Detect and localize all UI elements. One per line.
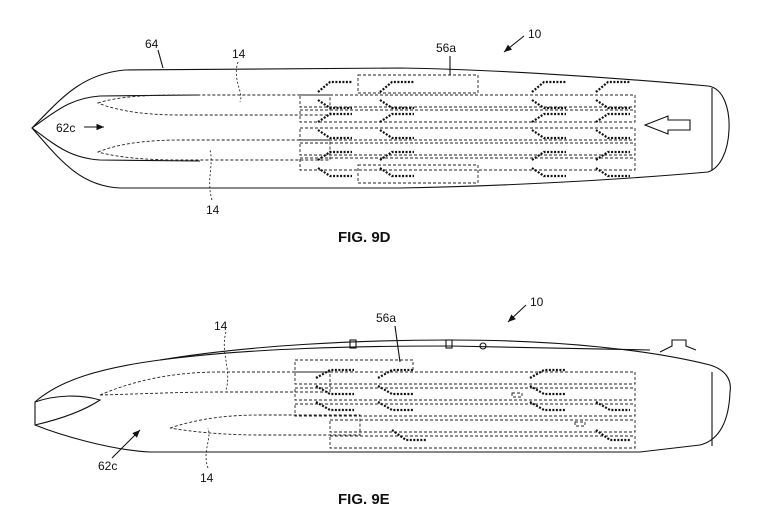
caption-9e: FIG. 9E xyxy=(338,491,390,508)
stern-symbol-9d xyxy=(643,115,691,135)
tube-rows-9e xyxy=(294,371,636,449)
leader-64 xyxy=(157,49,164,69)
inner-bow-line-9e xyxy=(34,395,102,426)
masts-9e xyxy=(349,339,697,353)
label-assembly-9d: 10 xyxy=(528,27,542,41)
label-bay-9d: 62c xyxy=(56,121,75,135)
label-bay-9e: 62c xyxy=(98,459,117,473)
launcher-arms-9e xyxy=(315,368,630,442)
deck-line-9e xyxy=(159,345,651,361)
inner-bow-line-9d xyxy=(31,94,201,162)
module-box-lower-9d xyxy=(357,164,479,184)
arrow-62c-9e xyxy=(111,429,141,459)
payload-tube-lower-9e xyxy=(169,414,361,436)
leader-10-9e xyxy=(507,304,527,323)
launcher-arms-9d xyxy=(317,80,630,178)
hull-outline-9e xyxy=(34,339,731,453)
label-payload-bottom-9d: 14 xyxy=(206,203,220,217)
payload-tube-lower-9d xyxy=(96,139,331,161)
leader-14-bottom-9e xyxy=(205,427,210,469)
label-payload-bottom-9e: 14 xyxy=(200,471,214,485)
label-assembly-9e: 10 xyxy=(530,295,544,309)
label-module-9e: 56a xyxy=(376,311,396,325)
leader-56a-9e xyxy=(394,325,401,363)
payload-tube-upper-9d xyxy=(96,94,331,116)
leader-10-9d xyxy=(503,35,525,53)
label-module-9d: 56a xyxy=(436,41,456,55)
figure-9d: 10 64 14 56a 62c 14 FIG. 9D xyxy=(31,27,730,246)
module-box-upper-9d xyxy=(357,74,479,94)
leader-14-bottom-9d xyxy=(209,149,213,201)
leader-14-top-9d xyxy=(235,61,242,103)
hull-outline-9d xyxy=(31,67,730,189)
leader-14-top-9e xyxy=(223,331,229,391)
label-hull-9d: 64 xyxy=(145,37,159,51)
caption-9d: FIG. 9D xyxy=(338,229,391,246)
tube-rows-9d xyxy=(299,94,636,171)
figure-9e: 10 56a 14 62c 14 FIG. 9E xyxy=(34,295,731,508)
payload-tube-upper-9e xyxy=(99,371,331,396)
vent-1-9e xyxy=(511,392,523,398)
vent-2-9e xyxy=(574,421,586,427)
label-payload-top-9e: 14 xyxy=(214,319,228,333)
label-payload-top-9d: 14 xyxy=(232,47,246,61)
